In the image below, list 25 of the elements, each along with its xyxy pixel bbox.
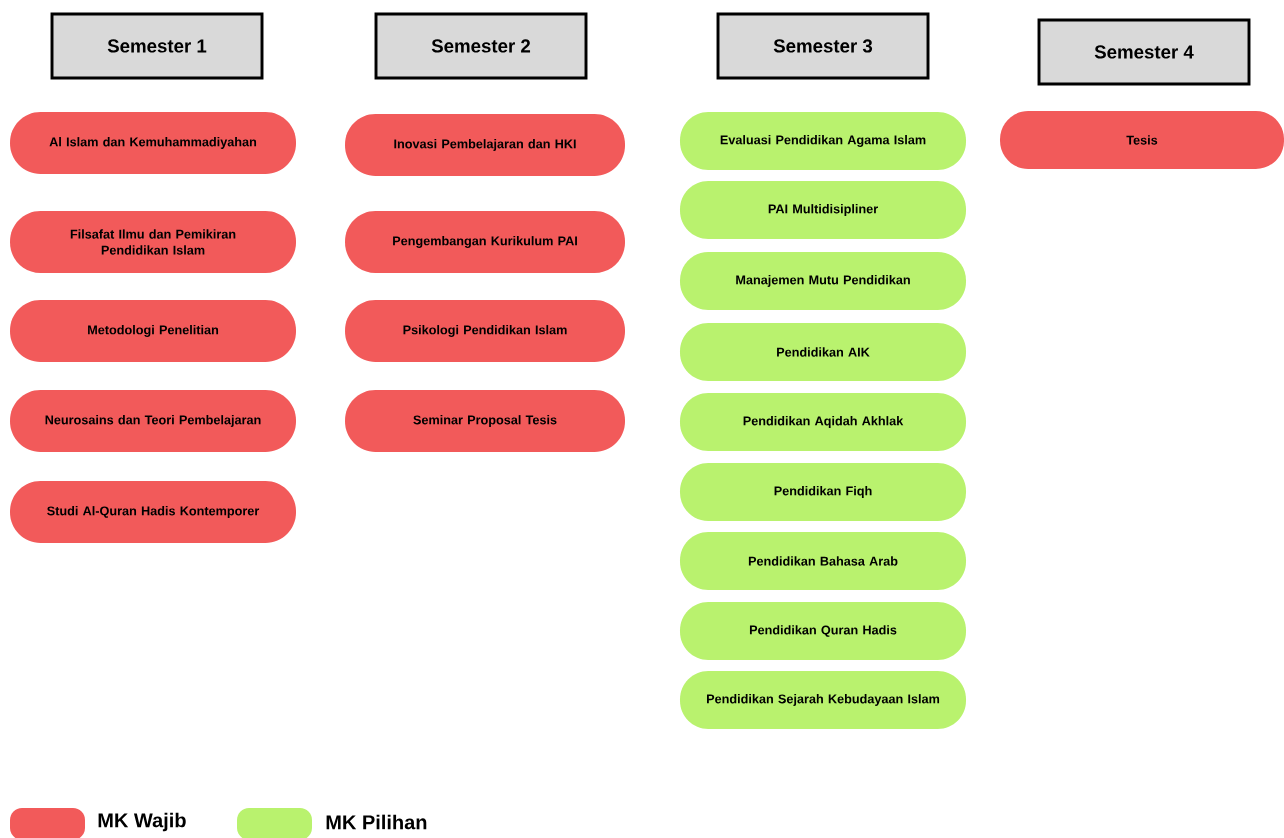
course-pill: Pendidikan Bahasa Arab [680, 532, 966, 590]
course-pill: Metodologi Penelitian [10, 300, 296, 362]
course-pill: Evaluasi Pendidikan Agama Islam [680, 112, 966, 170]
semester-header-box: Semester 4 [1037, 18, 1251, 86]
course-pill: Pendidikan AIK [680, 323, 966, 381]
course-pill: Psikologi Pendidikan Islam [345, 300, 625, 362]
course-pill: PAI Multidisipliner [680, 181, 966, 239]
semester-header-box: Semester 2 [374, 12, 588, 80]
course-pill: Manajemen Mutu Pendidikan [680, 252, 966, 310]
legend-label: MK Pilihan [326, 814, 427, 830]
course-pill: Neurosains dan Teori Pembelajaran [10, 390, 296, 452]
legend-label: MK Wajib [98, 812, 186, 832]
course-pill: Pendidikan Fiqh [680, 463, 966, 521]
course-pill: Pengembangan Kurikulum PAI [345, 211, 625, 273]
course-pill: Tesis [1000, 111, 1284, 169]
course-pill: Seminar Proposal Tesis [345, 390, 625, 452]
course-pill: Inovasi Pembelajaran dan HKI [345, 114, 625, 176]
course-pill: Pendidikan Sejarah Kebudayaan Islam [680, 671, 966, 729]
course-pill: Al Islam dan Kemuhammadiyahan [10, 112, 296, 174]
course-pill: Pendidikan Quran Hadis [680, 602, 966, 660]
course-pill: Pendidikan Aqidah Akhlak [680, 393, 966, 451]
semester-header-box: Semester 1 [50, 12, 264, 80]
course-pill: Studi Al-Quran Hadis Kontemporer [10, 481, 296, 543]
semester-header-box: Semester 3 [716, 12, 930, 80]
course-pill: Filsafat Ilmu dan Pemikiran Pendidikan Islam [10, 211, 296, 273]
